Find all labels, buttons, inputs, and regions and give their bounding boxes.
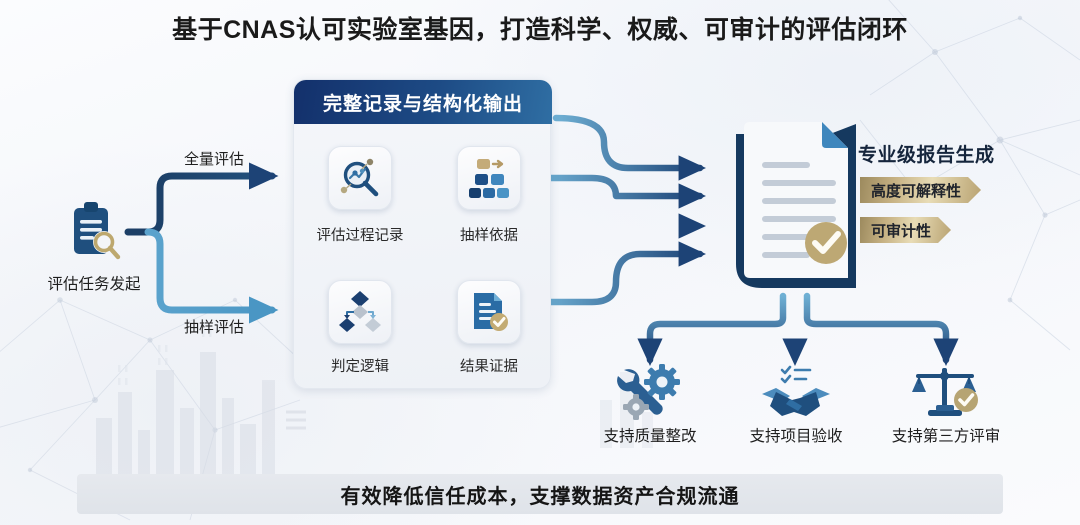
footer-banner: 有效降低信任成本，支撑数据资产合规流通 (77, 474, 1003, 514)
report-document-check-icon (736, 122, 856, 288)
badge-high-interpretability: 高度可解释性 (860, 177, 981, 203)
sampling-blocks-icon (469, 159, 509, 198)
tile-sampling-basis[interactable] (457, 146, 521, 210)
branch-label-sampling-assessment: 抽样评估 (184, 319, 245, 336)
handshake-checklist-icon (762, 365, 830, 416)
decision-tree-icon (339, 291, 381, 332)
badge-auditability: 可审计性 (860, 217, 951, 243)
scales-check-icon (912, 368, 978, 416)
wrench-gear-icon (617, 364, 680, 420)
tile-result-evidence[interactable] (457, 280, 521, 344)
magnifier-analytics-icon (340, 158, 379, 197)
tile-label-decision-logic: 判定逻辑 (331, 359, 389, 375)
panel-header-title: 完整记录与结构化输出 (294, 80, 552, 124)
branch-label-full-assessment: 全量评估 (184, 151, 245, 168)
tile-label-sampling-basis: 抽样依据 (460, 228, 518, 244)
clipboard-search-icon (74, 202, 121, 260)
tile-assessment-process-record[interactable] (328, 146, 392, 210)
report-section-title: 专业级报告生成 (858, 145, 995, 166)
outcome-label-third-party-review: 支持第三方评审 (891, 428, 1001, 445)
document-check-icon (474, 293, 508, 331)
tile-decision-logic[interactable] (328, 280, 392, 344)
page-title: 基于CNAS认可实验室基因，打造科学、权威、可审计的评估闭环 (172, 16, 908, 44)
start-node-label: 评估任务发起 (47, 276, 141, 293)
tile-label-assessment-process-record: 评估过程记录 (316, 228, 404, 244)
outcome-label-project-acceptance: 支持项目验收 (749, 428, 843, 445)
tile-label-result-evidence: 结果证据 (460, 359, 518, 375)
outcome-label-quality-rectification: 支持质量整改 (603, 428, 697, 445)
